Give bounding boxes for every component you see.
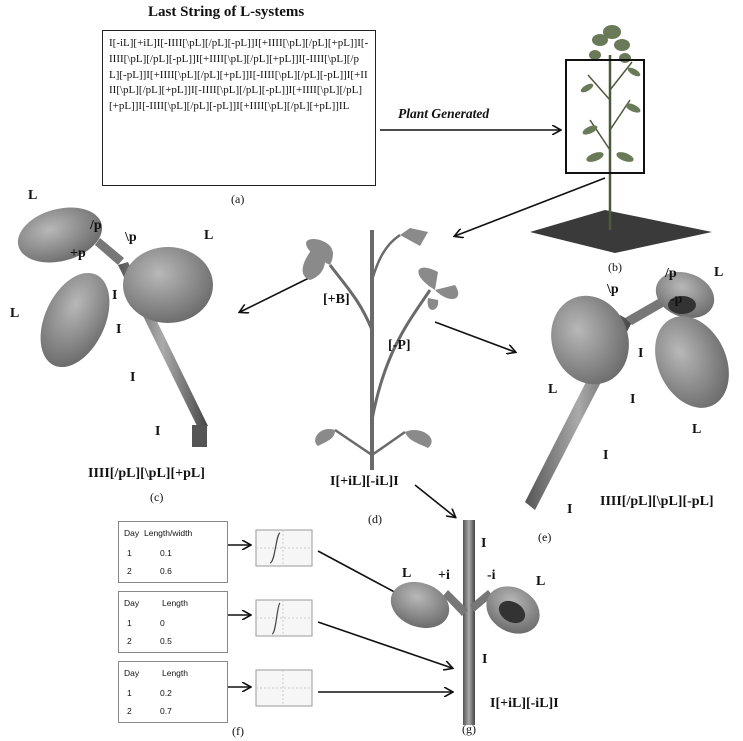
curve-thumb-1 (256, 530, 312, 566)
table-1-row-2-day: 2 (127, 566, 132, 576)
label-g-leaf-2: L (536, 574, 545, 590)
growth-table-1: Day Length/width 1 0.1 2 0.6 (118, 521, 228, 583)
label-c-internode-3: I (130, 370, 135, 386)
table-2-row-2-day: 2 (127, 636, 132, 646)
label-c-internode-4: I (155, 424, 160, 440)
label-g-leaf-1: L (402, 566, 411, 582)
table-3-row-2-day: 2 (127, 706, 132, 716)
label-e-leaf-3: L (692, 422, 701, 438)
table-3-row-1-value: 0.2 (160, 688, 172, 698)
label-c-leaf-3: L (10, 306, 19, 322)
arrow-d-to-c (240, 275, 315, 312)
label-d-minus-p: [-P] (388, 338, 411, 354)
table-2-row-2-value: 0.5 (160, 636, 172, 646)
table-1-row-1-value: 0.1 (160, 548, 172, 558)
curve-thumb-2 (256, 600, 312, 636)
caption-c: (c) (150, 490, 163, 505)
branch-closeup-e (525, 264, 743, 510)
caption-f: (f) (232, 724, 244, 739)
curve-thumb-3 (256, 670, 312, 706)
table-1-header-value: Length/width (144, 528, 192, 538)
label-e-backslash-p: \p (607, 282, 619, 298)
label-g-minus-i: -i (487, 568, 496, 584)
label-e-internode-3: I (603, 448, 608, 464)
caption-d: (d) (368, 512, 382, 527)
table-1-row-2-value: 0.6 (160, 566, 172, 576)
label-c-slash-p: /p (90, 218, 102, 234)
arrow-d-to-e (435, 322, 515, 352)
table-2-row-1-value: 0 (160, 618, 165, 628)
arrow-f1-to-g (318, 551, 402, 596)
label-c-internode-2: I (116, 322, 121, 338)
label-e-leaf-1: L (714, 265, 723, 281)
table-1-header-day: Day (124, 528, 139, 538)
expression-c: IIII[/pL][\pL][+pL] (88, 466, 205, 482)
label-e-minus-p: -p (670, 292, 682, 308)
branch-closeup-c (12, 199, 213, 447)
plant-segment-g (384, 520, 548, 725)
expression-g: I[+iL][-iL]I (490, 696, 559, 712)
label-g-plus-i: +i (438, 568, 450, 584)
label-c-leaf-1: L (28, 188, 37, 204)
label-c-internode-1: I (112, 288, 117, 304)
table-3-row-2-value: 0.7 (160, 706, 172, 716)
table-3-row-1-day: 1 (127, 688, 132, 698)
growth-table-3: Day Length 1 0.2 2 0.7 (118, 661, 228, 723)
label-e-internode-4: I (567, 502, 572, 518)
expression-d: I[+iL][-iL]I (330, 474, 399, 490)
label-e-slash-p: /p (665, 266, 677, 282)
arrow-f2-to-g (318, 622, 452, 668)
label-c-plus-p: +p (70, 246, 86, 262)
label-g-internode-bottom: I (482, 652, 487, 668)
expression-e: IIII[/pL][\pL][-pL] (600, 494, 714, 510)
plant-segment-d-leaves (303, 228, 459, 448)
table-2-row-1-day: 1 (127, 618, 132, 628)
label-d-plus-b: [+B] (323, 292, 350, 308)
table-1-row-1-day: 1 (127, 548, 132, 558)
growth-table-2: Day Length 1 0 2 0.5 (118, 591, 228, 653)
label-g-internode-top: I (481, 536, 486, 552)
full-plant-render (530, 25, 712, 253)
label-e-internode-1: I (638, 346, 643, 362)
table-3-header-value: Length (162, 668, 188, 678)
arrow-d-to-g (415, 485, 455, 517)
table-2-header-value: Length (162, 598, 188, 608)
caption-b: (b) (608, 260, 622, 275)
table-2-header-day: Day (124, 598, 139, 608)
label-e-internode-2: I (630, 392, 635, 408)
caption-e: (e) (538, 530, 551, 545)
caption-g: (g) (462, 722, 476, 737)
label-e-leaf-2: L (548, 382, 557, 398)
label-c-leaf-2: L (204, 228, 213, 244)
table-3-header-day: Day (124, 668, 139, 678)
label-c-backslash-p: \p (125, 230, 137, 246)
